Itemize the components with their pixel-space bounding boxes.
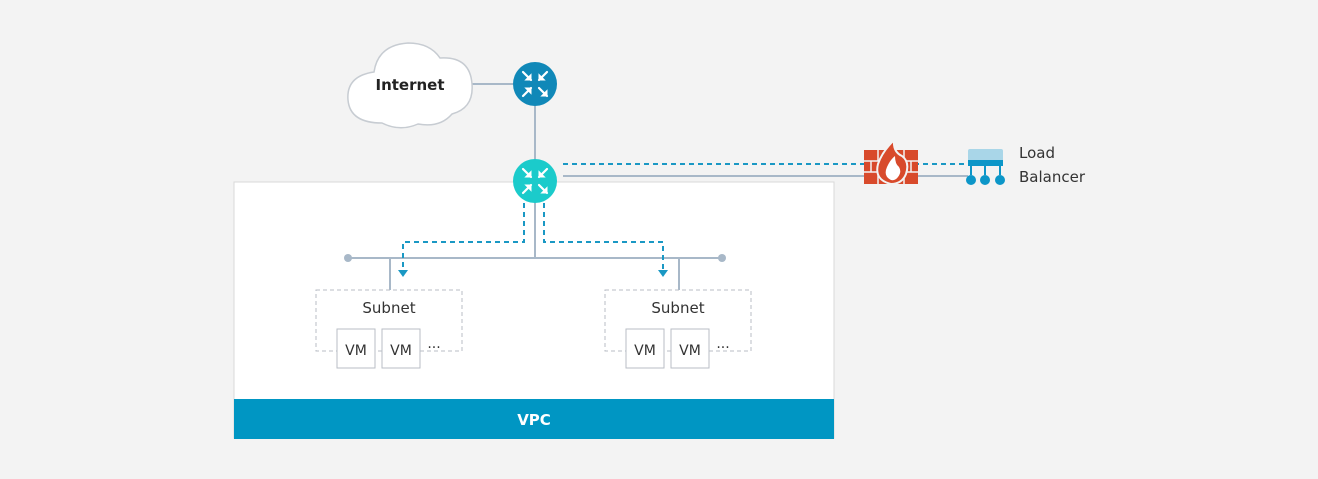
vpc-label: VPC <box>517 411 551 429</box>
vm-label: VM <box>390 343 412 359</box>
bus-endpoint-right <box>718 254 726 262</box>
router-icon <box>513 62 557 106</box>
vm-label: VM <box>634 343 656 359</box>
subnet-2: Subnet VM VM ··· <box>604 289 752 369</box>
subnet-label: Subnet <box>651 299 704 317</box>
subnet-1: Subnet VM VM ··· <box>315 289 463 369</box>
more-vms-ellipsis: ··· <box>716 340 729 356</box>
load-balancer-label-line2: Balancer <box>1019 168 1086 186</box>
vm-label: VM <box>345 343 367 359</box>
vm-box <box>670 328 710 369</box>
vm-box <box>625 328 665 369</box>
vm-box <box>336 328 376 369</box>
internet-label: Internet <box>375 76 444 94</box>
more-vms-ellipsis: ··· <box>427 340 440 356</box>
load-balancer-label-line1: Load <box>1019 144 1055 162</box>
firewall-icon <box>864 137 918 186</box>
bus-endpoint-left <box>344 254 352 262</box>
vm-box <box>381 328 421 369</box>
load-balancer-icon <box>966 149 1005 185</box>
vpc-router-icon <box>513 159 557 203</box>
vpc-bar <box>234 399 834 439</box>
arrow-head-left <box>398 270 408 277</box>
arrow-head-right <box>658 270 668 277</box>
vm-label: VM <box>679 343 701 359</box>
subnet-label: Subnet <box>362 299 415 317</box>
internet-cloud-icon <box>347 42 473 129</box>
